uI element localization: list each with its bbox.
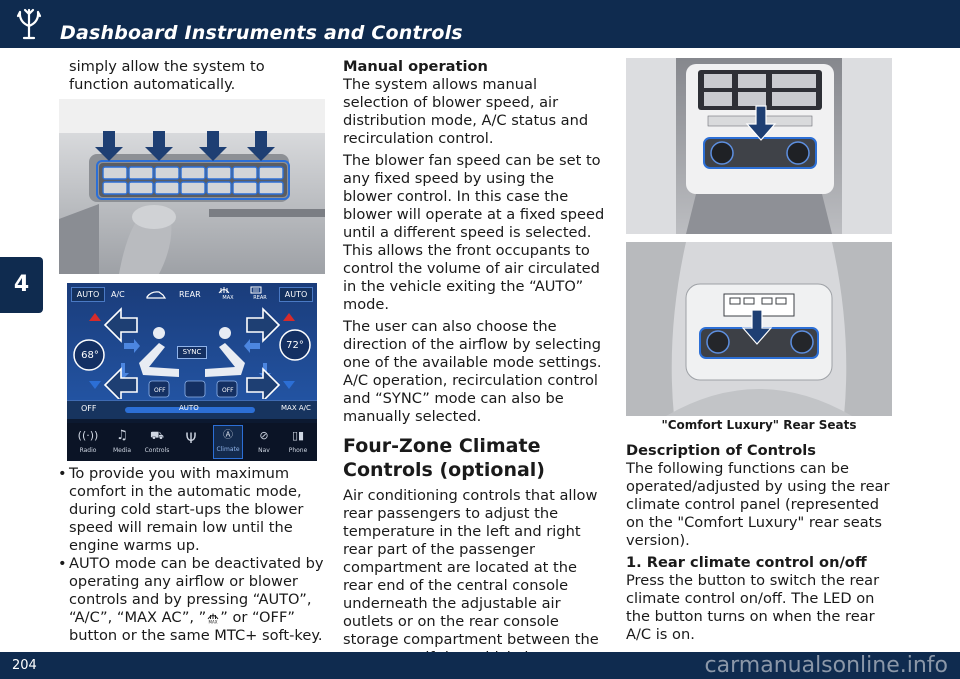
paragraph: Press the button to switch the rear clim… <box>626 572 880 643</box>
rear-console-figure <box>626 58 892 234</box>
max-defrost-icon: MAX <box>207 613 219 625</box>
right-column: Description of Controls The following fu… <box>626 442 894 648</box>
recirculation-icon[interactable] <box>145 289 167 301</box>
max-ac-button[interactable]: MAX A/C <box>281 404 311 412</box>
bullet-text: AUTO mode can be deactivated by operatin… <box>69 555 324 626</box>
nav-label-radio: Radio <box>79 447 97 454</box>
intro-text: simply allow the system to function auto… <box>69 58 265 93</box>
bullet-dot: • <box>58 465 67 482</box>
nav-item-radio[interactable]: ((·)) Radio <box>71 429 105 454</box>
nav-item-nav[interactable]: ⊘ Nav <box>247 429 281 454</box>
home-trident-icon[interactable]: Ψ <box>185 431 197 447</box>
nav-item-climate[interactable]: Ⓐ Climate <box>213 425 243 459</box>
bullet-dot: • <box>58 555 67 572</box>
climate-icon: Ⓐ <box>223 430 233 441</box>
nav-label-phone: Phone <box>288 447 308 454</box>
page-number: 204 <box>12 658 37 673</box>
paragraph: The following functions can be operated/… <box>626 460 890 549</box>
rear-button[interactable]: REAR <box>179 287 207 302</box>
nav-item-media[interactable]: ♫ Media <box>105 428 139 455</box>
auto-right-label: AUTO <box>284 290 308 299</box>
auto-right-button[interactable]: AUTO <box>279 287 313 302</box>
ac-label: A/C <box>111 290 125 299</box>
watermark: carmanualsonline.info <box>704 653 948 678</box>
rear-defrost-button[interactable]: REAR <box>249 285 271 304</box>
car-icon: ⛟ <box>150 429 164 442</box>
temp-left-dial <box>73 339 105 371</box>
temp-right-value: 72° <box>286 340 304 351</box>
bullet-item: • To provide you with maximum comfort in… <box>58 465 328 555</box>
manual-operation-heading: Manual operation <box>343 58 488 75</box>
rear-label: REAR <box>179 290 201 299</box>
comfort-luxury-figure <box>626 242 892 416</box>
paragraph: The system allows manual selection of bl… <box>343 76 589 147</box>
four-zone-heading: Four-Zone Climate Controls (optional) <box>343 435 545 481</box>
temp-left-up-icon <box>89 313 101 321</box>
temp-right-dial <box>279 329 311 361</box>
right-seat-icon <box>205 343 245 377</box>
defrost-icon <box>218 287 230 294</box>
ac-button[interactable]: A/C <box>111 287 133 302</box>
max-defrost-button[interactable]: MAX <box>217 285 239 304</box>
trident-logo-icon <box>16 8 42 40</box>
temp-left-value: 68° <box>81 350 99 361</box>
airflow-diagram <box>73 307 311 399</box>
bullet-text: To provide you with maximum comfort in t… <box>69 465 304 554</box>
nav-bar <box>67 423 317 461</box>
chapter-tab[interactable]: 4 <box>0 257 43 313</box>
fan-auto-label: AUTO <box>179 404 199 412</box>
bullet-list: • To provide you with maximum comfort in… <box>58 465 328 645</box>
max-label: MAX <box>222 295 234 301</box>
climate-touchscreen-figure: AUTO A/C REAR MAX REAR AUTO <box>67 283 317 461</box>
page-footer: 204 carmanualsonline.info <box>0 652 960 679</box>
item1-heading: 1. Rear climate control on/off <box>626 554 867 571</box>
middle-column: Manual operation The system allows manua… <box>343 58 605 679</box>
description-heading: Description of Controls <box>626 442 816 459</box>
paragraph: The user can also choose the direction o… <box>343 318 602 425</box>
paragraph: Air conditioning controls that allow rea… <box>343 487 599 679</box>
nav-item-phone[interactable]: ▯▮ Phone <box>281 429 315 454</box>
section-title: Dashboard Instruments and Controls <box>60 22 463 44</box>
phone-icon: ▯▮ <box>291 429 305 442</box>
bullet-text-end: ” or “OFF” button or the same MTC+ soft-… <box>69 609 323 644</box>
rear-defrost-icon <box>250 286 262 294</box>
fan-slider[interactable] <box>125 407 255 413</box>
off-button[interactable]: OFF <box>81 404 97 413</box>
nav-item-controls[interactable]: ⛟ Controls <box>139 429 175 454</box>
nav-label-media: Media <box>112 447 132 454</box>
nav-label-controls: Controls <box>144 447 170 454</box>
seat-off-right-label[interactable]: OFF <box>222 387 234 394</box>
temp-left-down-icon <box>89 381 101 389</box>
seat-off-left-label[interactable]: OFF <box>154 387 166 394</box>
temp-right-up-icon <box>283 313 295 321</box>
auto-left-button[interactable]: AUTO <box>71 287 105 302</box>
nav-label-nav: Nav <box>258 447 270 454</box>
svg-text:MAX: MAX <box>209 620 218 625</box>
rear-small-label: REAR <box>253 295 267 301</box>
nav-label-climate: Climate <box>216 446 240 453</box>
chapter-number: 4 <box>13 272 30 297</box>
left-seat-icon <box>139 343 179 377</box>
page-header: Dashboard Instruments and Controls <box>0 0 960 48</box>
sync-button[interactable]: SYNC <box>177 346 207 359</box>
compass-icon: ⊘ <box>259 429 269 442</box>
radio-icon: ((·)) <box>77 429 99 442</box>
front-climate-panel-figure <box>59 99 325 274</box>
paragraph: The blower fan speed can be set to any f… <box>343 152 605 313</box>
temp-right-down-icon <box>283 381 295 389</box>
sync-label: SYNC <box>182 348 202 356</box>
figure-caption: "Comfort Luxury" Rear Seats <box>661 418 857 432</box>
bullet-item: • AUTO mode can be deactivated by operat… <box>58 555 328 645</box>
music-note-icon: ♫ <box>116 428 128 443</box>
auto-left-label: AUTO <box>76 290 100 299</box>
